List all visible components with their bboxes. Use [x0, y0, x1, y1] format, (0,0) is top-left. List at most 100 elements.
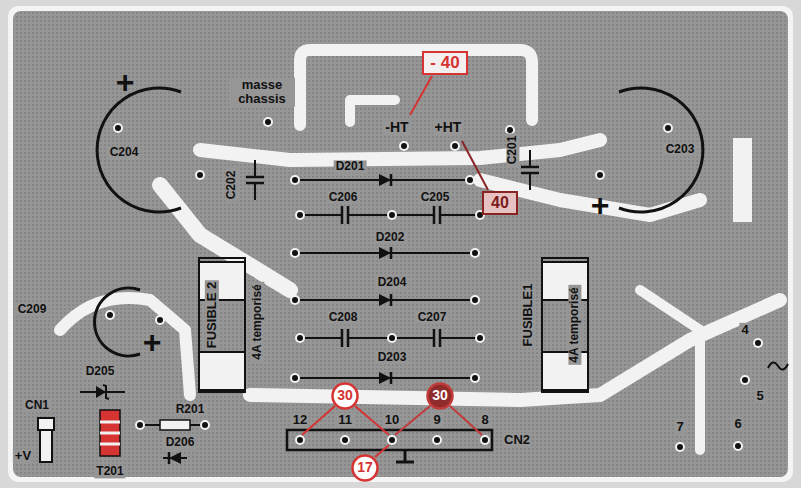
- earth-symbol: [768, 362, 788, 369]
- signal-name: +V: [13, 449, 33, 463]
- fuse-label: FUSIBLE 2: [205, 280, 219, 350]
- transistor-symbol: [100, 410, 120, 456]
- callout-text: 40: [491, 194, 509, 212]
- part-label: C201: [506, 134, 519, 167]
- transistor-symbol: [100, 421, 120, 424]
- pin-number: 7: [674, 420, 685, 434]
- voltage-callout: - 40: [422, 51, 467, 76]
- callout-number: 30: [331, 382, 359, 410]
- callout-text: - 40: [430, 54, 459, 73]
- pad: [290, 248, 300, 258]
- pad: [105, 310, 115, 320]
- capacitor-symbol: [341, 329, 349, 347]
- capacitor-outline: [619, 88, 703, 212]
- ground-symbol: [404, 450, 407, 462]
- capacitor-outline: [97, 88, 181, 212]
- part-label: D202: [374, 231, 407, 244]
- copper-ground: [13, 11, 788, 477]
- fuse-label: FUSIBLE1: [521, 282, 535, 349]
- callout-circle: [353, 456, 378, 481]
- pad: [387, 210, 397, 220]
- callout-text: 17: [357, 460, 373, 475]
- callout-circle: [333, 384, 358, 409]
- polarity-mark: +: [141, 328, 164, 357]
- capacitor-symbol: [341, 206, 349, 224]
- connector-symbol: [40, 430, 52, 462]
- polarity-mark: +: [114, 68, 137, 97]
- pin-number: 12: [291, 413, 309, 427]
- callout-number: 17: [351, 454, 379, 482]
- tracks: [60, 50, 780, 450]
- diode-symbol: [373, 372, 397, 384]
- part-label: C208: [327, 311, 360, 324]
- pin-number: 10: [383, 413, 401, 427]
- callout-circle: [428, 384, 453, 409]
- part-label: C203: [664, 143, 697, 156]
- pin-number: 6: [732, 417, 743, 431]
- pad: [465, 175, 475, 185]
- diode-symbol: [373, 294, 397, 306]
- connector-outline: [287, 430, 492, 450]
- part-label: T201: [94, 465, 125, 478]
- part-label: D204: [376, 276, 409, 289]
- diode-symbol: [163, 452, 187, 464]
- board-id-patch: [733, 138, 752, 222]
- pad: [470, 295, 480, 305]
- ground-label: masse chassis: [229, 78, 295, 107]
- pin-number: 8: [479, 413, 490, 427]
- zener-symbol: [96, 386, 106, 398]
- part-label: C202: [225, 169, 238, 202]
- track: [60, 298, 190, 395]
- pad: [290, 175, 300, 185]
- track: [300, 50, 532, 125]
- track: [640, 290, 700, 450]
- pad: [295, 210, 305, 220]
- part-label: R201: [174, 403, 207, 416]
- part-label: D205: [84, 365, 117, 378]
- callout-text: 30: [337, 388, 353, 403]
- pad: [295, 435, 305, 445]
- part-label: C207: [416, 311, 449, 324]
- ground-symbol: [396, 461, 414, 464]
- pad: [387, 333, 397, 343]
- part-label: C205: [419, 191, 452, 204]
- fuse-rating: 4A temporisé: [568, 285, 581, 365]
- pin-number: 5: [754, 389, 765, 403]
- pad: [135, 420, 145, 430]
- pad: [595, 170, 605, 180]
- leader-line: [450, 406, 482, 435]
- pad: [475, 333, 485, 343]
- pad: [155, 315, 165, 325]
- part-label: D201: [334, 160, 367, 173]
- board-border: [8, 6, 793, 482]
- voltage-callout: 40: [482, 191, 518, 215]
- component-rows: [295, 180, 480, 378]
- pad: [432, 435, 442, 445]
- fuse-outline: [199, 258, 245, 392]
- pin-number: 11: [336, 413, 354, 427]
- pad: [290, 373, 300, 383]
- part-label: C209: [16, 303, 49, 316]
- pad: [733, 441, 743, 451]
- diode-symbol: [373, 174, 397, 186]
- pad: [340, 435, 350, 445]
- fuse-clip: [199, 352, 245, 390]
- pad: [675, 442, 685, 452]
- part-label: C204: [108, 146, 141, 159]
- pad: [195, 170, 205, 180]
- pad: [753, 338, 763, 348]
- pad: [470, 373, 480, 383]
- pad: [399, 141, 409, 151]
- pin-number: 9: [431, 413, 442, 427]
- leader-line: [410, 76, 432, 115]
- part-label: D203: [376, 351, 409, 364]
- part-label: CN1: [23, 399, 51, 412]
- transistor-symbol: [100, 443, 120, 446]
- diode-symbol: [373, 247, 397, 259]
- fuse-outline: [542, 258, 588, 392]
- signal-name: +HT: [433, 120, 464, 135]
- leader-line: [462, 141, 488, 190]
